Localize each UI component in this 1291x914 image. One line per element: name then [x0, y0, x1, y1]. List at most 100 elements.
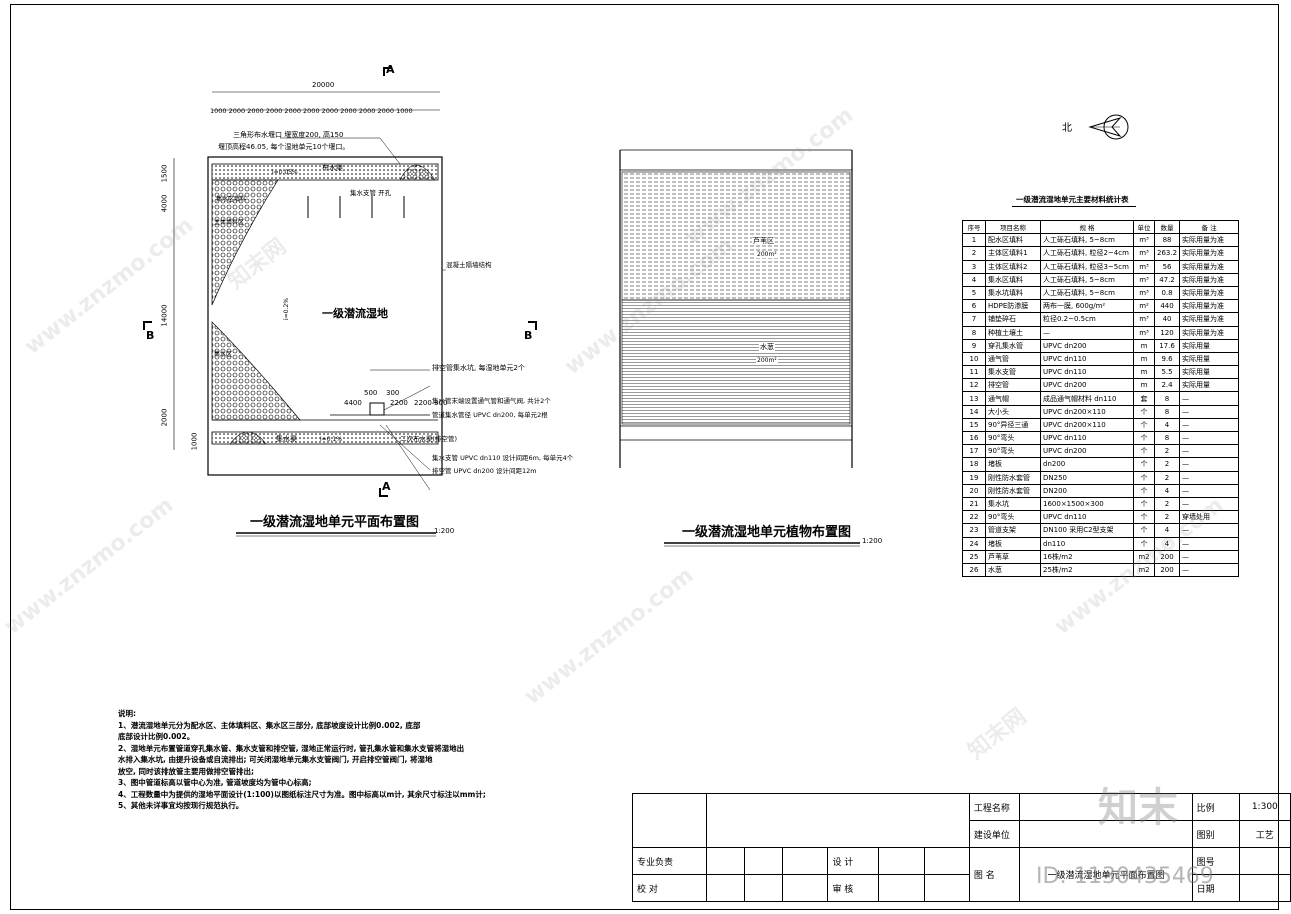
tb-check-label: 校 对 [631, 874, 708, 902]
materials-cell: 实际用量为准 [1179, 299, 1240, 314]
materials-cell: 实际用量 [1179, 338, 1240, 353]
materials-cell: 集水坑填料 [985, 285, 1041, 301]
materials-cell: 芦苇草 [985, 549, 1041, 564]
plan-title-underline [236, 532, 436, 537]
materials-cell: 3 [962, 259, 986, 274]
overall-width-dim: 20000 [312, 81, 335, 89]
materials-cell: 20 [962, 483, 986, 498]
materials-cell: 2.4 [1153, 378, 1181, 393]
materials-cell: 7 [962, 312, 986, 327]
materials-cell: 21 [962, 496, 986, 512]
materials-cell: m³ [1133, 312, 1155, 327]
materials-cell: 种植土壤土 [985, 325, 1041, 340]
materials-cell: 90°弯头 [985, 430, 1041, 446]
materials-cell: 17.6 [1153, 338, 1181, 353]
notes-line-5: 放空, 同时该排放管主要用做排空管排出; [118, 766, 254, 776]
materials-cell: UPVC dn200 [1040, 444, 1134, 459]
materials-cell: 刚性防水套管 [985, 483, 1041, 498]
materials-cell: 15 [962, 417, 986, 433]
materials-cell: 25 [962, 549, 986, 564]
materials-cell: 实际用量为准 [1179, 285, 1240, 301]
materials-cell: 通气帽 [985, 391, 1041, 406]
materials-cell: 9.6 [1153, 351, 1181, 367]
materials-cell: DN100 采用C2型支架 [1040, 523, 1134, 538]
materials-cell: 个 [1133, 457, 1155, 472]
materials-cell: m [1133, 378, 1155, 393]
materials-cell: 人工砾石填料, 粒径3~5cm [1040, 259, 1134, 274]
materials-cell: UPVC dn200 [1040, 338, 1134, 353]
materials-cell: 实际用量为准 [1179, 259, 1240, 274]
materials-cell: 实际用量为准 [1179, 312, 1240, 327]
materials-cell: 440 [1153, 299, 1181, 314]
label-slope-mid: i=0.2% [282, 298, 290, 320]
materials-cell: 个 [1133, 523, 1155, 538]
materials-cell: 实际用量 [1179, 351, 1240, 367]
materials-cell: 个 [1133, 444, 1155, 459]
vdim-2000: 2000 [160, 408, 169, 427]
zone2-name: 水葱 [759, 343, 775, 351]
notes-line-7: 4、工程数量中为提供的湿地平面设计(1:100)以图纸标注尺寸为准。图中标高以m… [118, 789, 486, 799]
label-wetland: 一级潜流湿地 [322, 307, 388, 320]
materials-cell: DN200 [1040, 483, 1134, 498]
materials-cell: m³ [1133, 233, 1155, 248]
materials-header-row: 序号 项目名称 规 格 单位 数量 备 注 [962, 219, 1240, 235]
zone2-area: 200m² [756, 357, 778, 364]
label-distribution-channel: 布水渠 [322, 164, 343, 172]
materials-cell: — [1179, 430, 1240, 446]
materials-cell: m³ [1133, 272, 1155, 287]
materials-cell: UPVC dn110 [1040, 351, 1134, 367]
label-outlet-pipe: 集水支管 开孔 [350, 189, 392, 197]
materials-cell: HDPE防渗膜 [985, 299, 1041, 314]
materials-cell: 配水区填料 [985, 233, 1041, 248]
tb-design-label: 设 计 [827, 847, 880, 875]
materials-cell: 集水区填料 [985, 272, 1041, 287]
materials-cell: 88 [1153, 233, 1181, 248]
materials-cell: 90°弯头 [985, 510, 1041, 525]
materials-cell: m2 [1133, 562, 1155, 578]
notes-line-3: 2、湿地单元布置管道穿孔集水管、集水支管和排空管, 湿地正常运行时, 管孔集水管… [118, 743, 465, 753]
section-a-bottom-mark [379, 488, 388, 497]
materials-cell: 个 [1133, 483, 1155, 498]
section-b-left-label: B [146, 329, 155, 342]
note-inlet-1: 三角形布水堰口 堰宽度200, 高150 [233, 131, 344, 139]
materials-cell: DN250 [1040, 470, 1134, 485]
materials-cell: 1 [962, 233, 986, 248]
section-a-bottom-label: A [382, 480, 391, 493]
materials-cell: 8 [1153, 391, 1181, 406]
materials-cell: — [1179, 444, 1240, 459]
wetland-plan-drawing [143, 67, 537, 497]
drawing-border [10, 4, 1279, 910]
tb-review-label: 审 核 [827, 874, 880, 902]
materials-cell: 22 [962, 510, 986, 525]
materials-cell: — [1179, 391, 1240, 406]
materials-cell: 16株/m2 [1040, 549, 1134, 564]
vdim-1000: 1000 [190, 432, 199, 451]
tb-specialty-label: 专业负责 [631, 847, 708, 875]
materials-col-spec: 规 格 [1040, 219, 1134, 235]
materials-cell: 人工砾石填料, 粒径2~4cm [1040, 246, 1134, 261]
materials-cell: 0.8 [1153, 285, 1181, 301]
dim-300: 300 [386, 389, 400, 397]
dim-4400: 4400 [344, 399, 362, 407]
materials-cell: 10 [962, 351, 986, 367]
materials-cell: 大小头 [985, 404, 1041, 419]
materials-cell: 17 [962, 444, 986, 459]
materials-cell: 23 [962, 523, 986, 538]
materials-cell: 集水支管 [985, 365, 1041, 380]
materials-cell: 4 [1153, 417, 1181, 433]
label-collect-zone: 集水区 [214, 351, 233, 358]
materials-cell: 主体区填料2 [985, 259, 1041, 274]
materials-cell: 263.2 [1153, 246, 1181, 261]
materials-cell: 穿孔集水管 [985, 338, 1041, 353]
materials-cell: — [1179, 417, 1240, 433]
tb-category-value: 工艺 [1238, 820, 1291, 848]
section-b-right-mark [528, 321, 537, 330]
notes-line-2: 底部设计比例0.002。 [118, 732, 195, 741]
materials-cell: m³ [1133, 246, 1155, 261]
materials-cell: 2 [1153, 496, 1181, 512]
